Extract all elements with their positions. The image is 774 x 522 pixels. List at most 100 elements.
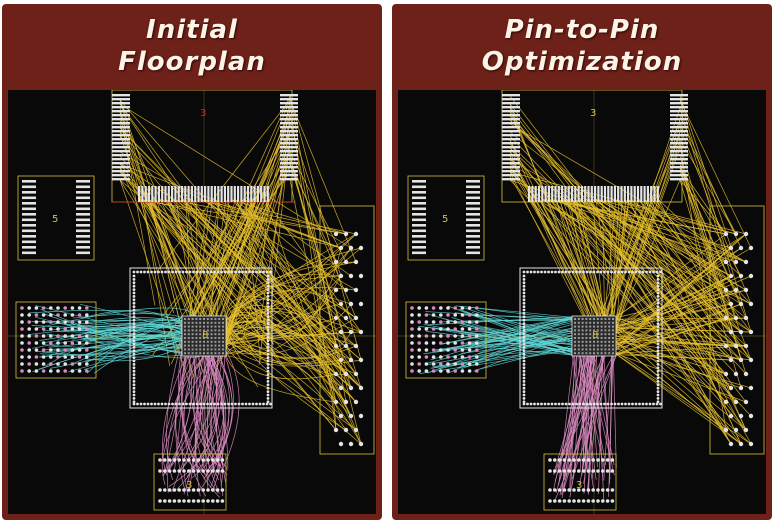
center-pad [522,342,526,346]
bga-ball [34,369,39,373]
chip-bump [199,348,202,351]
bga-ball [56,313,60,317]
bottom-block-pad [586,469,591,473]
chip-bump [577,325,580,328]
yellow-net [615,289,737,346]
yellow-net [202,199,342,249]
connector-pin [233,186,236,202]
center-pad [656,332,660,336]
bottom-block-pad [201,488,205,492]
chip-bump [222,321,224,324]
center-pad [522,397,526,400]
yellow-net [615,331,747,347]
cyan-net [419,349,573,374]
center-pad [132,373,136,376]
center-pad [582,402,585,406]
center-pad [213,270,216,274]
center-pad [266,332,270,336]
chip-bump [203,318,205,320]
right-grid-pad [353,231,359,237]
connector-pin [502,178,520,181]
center-pad [578,402,582,406]
center-pad [656,346,660,349]
chip-bump [222,337,224,339]
yellow-net [225,331,352,359]
bga-ball [41,362,46,366]
chip-bump [574,352,576,355]
bga-ball [417,362,421,366]
bga-ball [475,362,479,366]
yellow-net [572,199,605,317]
center-pad [266,346,270,349]
bga-ball [63,320,67,324]
chip-bump [585,321,588,324]
connector-pin [141,186,144,202]
yellow-net [119,127,342,361]
bga-ball [417,306,421,310]
bga-ball [20,306,24,310]
bottom-block-pad [177,488,181,492]
bottom-block-pad [158,458,162,462]
cyan-net [464,342,573,349]
bottom-block-pad [577,499,581,503]
yellow-net [609,119,681,318]
chip-bump [612,325,614,328]
block-pin [22,235,36,238]
bga-ball [410,369,414,373]
bga-ball [70,327,75,331]
connector-pin [280,146,298,149]
connector-pin [670,118,688,121]
connector-pin [280,138,298,141]
center-pad [522,366,526,370]
chip-bump [585,325,588,328]
center-pad [153,270,157,274]
bottom-block-pad [586,458,591,462]
connector-pin [112,102,130,105]
center-pad [659,402,662,406]
yellow-net [205,199,357,319]
connector-pin [528,186,531,202]
right-grid-pad [343,231,349,237]
connector-pin [187,186,190,202]
connector-pin [227,186,230,202]
bga-ball [475,355,479,359]
bga-ball [49,334,53,338]
yellow-net [172,199,347,235]
bga-ball [439,327,443,331]
yellow-net [225,344,337,380]
center-pad [266,278,270,281]
bottom-block-pad [572,488,576,492]
chip-bump [608,344,611,347]
connector-pin [502,122,520,125]
bottom-block-pad [196,458,201,462]
center-pad [139,270,143,274]
chip-bump [206,337,209,339]
center-pad [132,376,136,380]
center-pad [578,270,582,274]
bga-ball [467,320,472,324]
center-pad [132,349,136,353]
yellow-net [119,163,342,249]
center-pad [656,386,660,390]
block-label-top: 3 [200,108,206,119]
chip-bump [218,321,221,324]
bga-ball [424,327,429,331]
center-pad [554,402,557,406]
cyan-net [435,329,573,351]
bga-ball [49,327,53,331]
center-pad [209,270,213,274]
bottom-block-pad [163,458,167,462]
yellow-net [638,199,727,291]
center-pad [181,270,185,274]
connector-pin [112,110,130,113]
bga-ball [20,313,24,317]
connector-pin [594,186,597,202]
bga-ball [56,327,60,331]
center-pad [139,402,143,406]
block-label-left: 5 [52,214,58,225]
block-pin [22,240,36,244]
block-pin [76,229,90,233]
right-grid-pad [748,413,754,419]
center-pad [656,397,660,400]
chip-bump [589,329,592,332]
